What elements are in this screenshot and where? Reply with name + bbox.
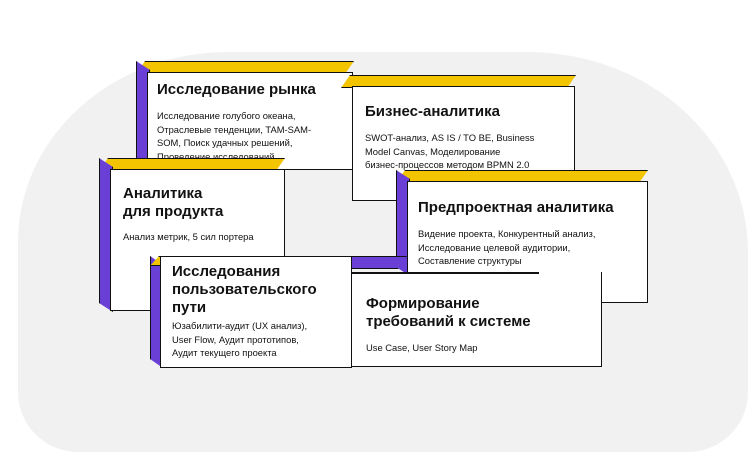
product-analytics-title: Аналитика для продукта	[123, 185, 224, 220]
requirements-title: Формирование требований к системе	[366, 295, 531, 330]
market-research-title: Исследование рынка	[157, 81, 316, 98]
market-research-card: Исследование рынка Исследование голубого…	[147, 72, 353, 170]
market-research-desc: Исследование голубого океана, Отраслевые…	[157, 110, 312, 162]
business-analytics-desc: SWOT-анализ, AS IS / TO BE, Business Mod…	[365, 132, 535, 170]
user-paths-desc: Юзабилити-аудит (UX анализ), User Flow, …	[172, 320, 308, 358]
user-paths-title: Исследования пользовательского пути	[172, 263, 317, 316]
requirements-desc: Use Case, User Story Map	[366, 342, 478, 353]
preproject-analytics-desc: Видение проекта, Конкурентный анализ, Ис…	[418, 228, 596, 266]
requirements-card-top-border	[317, 272, 540, 274]
business-analytics-title: Бизнес-аналитика	[365, 103, 500, 120]
product-analytics-desc: Анализ метрик, 5 сил портера	[123, 231, 254, 242]
requirements-card: Формирование требований к системе Use Ca…	[317, 272, 602, 367]
preproject-analytics-title: Предпроектная аналитика	[418, 199, 614, 216]
user-paths-card: Исследования пользовательского пути Юзаб…	[160, 256, 352, 368]
